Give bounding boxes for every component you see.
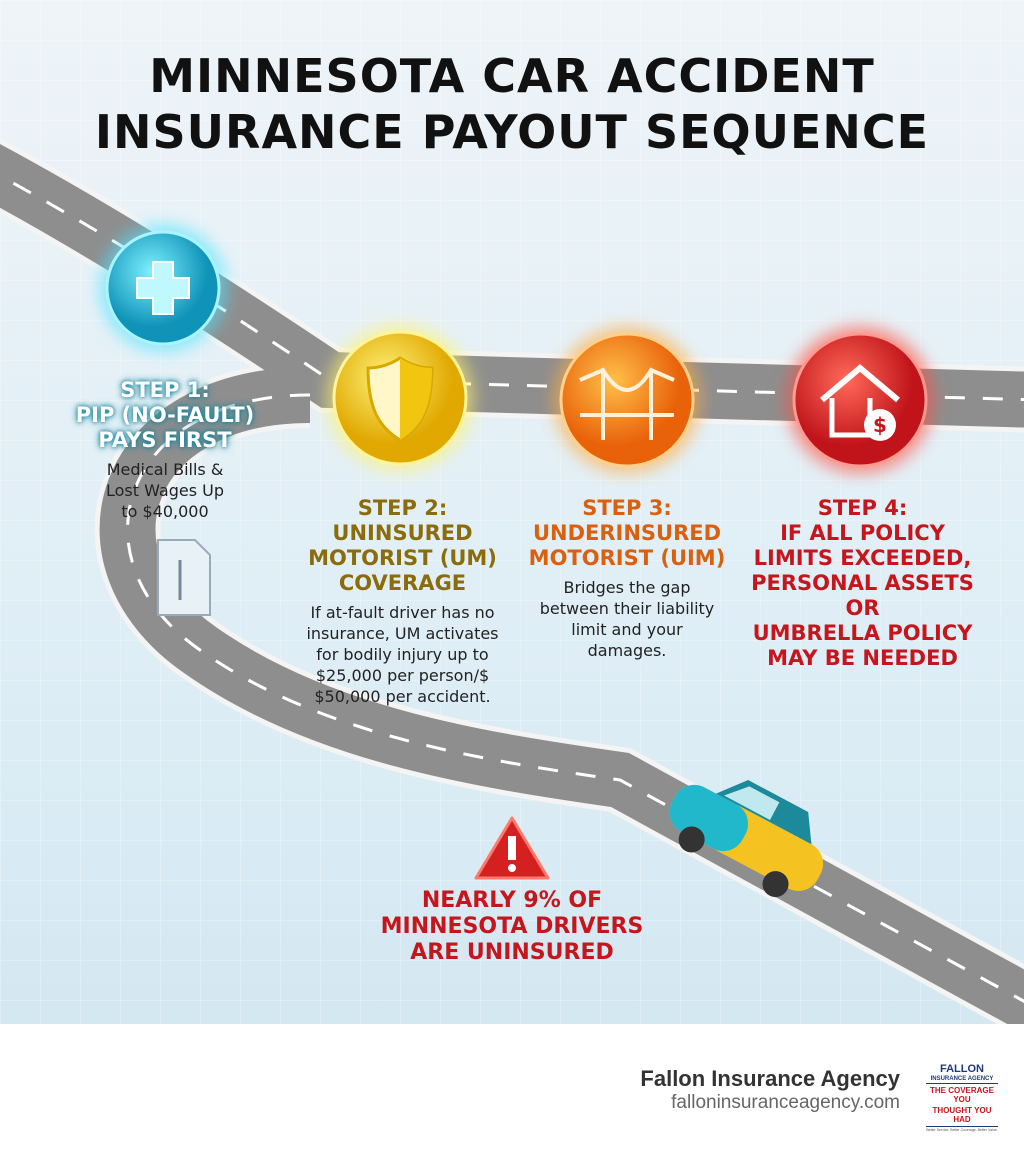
title-line: INSURANCE PAYOUT SEQUENCE xyxy=(94,105,930,159)
heading-line: MOTORIST (UIM) xyxy=(528,546,726,570)
bridge-icon xyxy=(579,367,675,440)
heading-line: STEP 2: xyxy=(357,496,448,520)
step2-text: STEP 2: UNINSURED MOTORIST (UM) COVERAGE… xyxy=(290,496,515,707)
body-line: $25,000 per person/$ xyxy=(315,666,490,685)
heading-line: UNDERINSURED xyxy=(532,521,722,545)
svg-text:$: $ xyxy=(873,413,887,437)
body-line: to $40,000 xyxy=(121,502,209,521)
road-illustration: $ xyxy=(0,0,1024,1024)
step3-text: STEP 3: UNDERINSURED MOTORIST (UIM) Brid… xyxy=(527,496,727,661)
logo-tagline: Better Service. Better Coverage. Better … xyxy=(926,1126,998,1132)
agency-url[interactable]: falloninsuranceagency.com xyxy=(671,1092,900,1113)
heading-line: STEP 3: xyxy=(582,496,672,520)
body-line: Medical Bills & xyxy=(106,460,224,479)
heading-line: PIP (NO-FAULT) xyxy=(75,403,255,427)
body-line: for bodily injury up to xyxy=(316,645,489,664)
step3-heading: STEP 3: UNDERINSURED MOTORIST (UIM) xyxy=(527,496,727,571)
logo-line: FALLON xyxy=(940,1063,984,1075)
step4-text: STEP 4: IF ALL POLICY LIMITS EXCEEDED, P… xyxy=(740,496,985,671)
agency-name: Fallon Insurance Agency xyxy=(640,1066,900,1091)
step4-heading: STEP 4: IF ALL POLICY LIMITS EXCEEDED, P… xyxy=(740,496,985,671)
body-line: $50,000 per accident. xyxy=(314,687,491,706)
page-title: MINNESOTA CAR ACCIDENT INSURANCE PAYOUT … xyxy=(0,48,1024,160)
step1-text: STEP 1: PIP (NO-FAULT) PAYS FIRST Medica… xyxy=(60,378,270,522)
step4-circle: $ xyxy=(786,326,934,474)
step1-circle xyxy=(99,224,227,352)
warning-line: NEARLY 9% OF xyxy=(421,888,603,913)
step2-heading: STEP 2: UNINSURED MOTORIST (UM) COVERAGE xyxy=(290,496,515,596)
house-dollar-icon: $ xyxy=(820,364,900,441)
warning-line: ARE UNINSURED xyxy=(410,940,614,965)
warning-line: MINNESOTA DRIVERS xyxy=(380,914,644,939)
body-line: Bridges the gap xyxy=(563,578,691,597)
step1-heading: STEP 1: PIP (NO-FAULT) PAYS FIRST xyxy=(60,378,270,453)
body-line: insurance, UM activates xyxy=(306,624,499,643)
step2-body: If at-fault driver has no insurance, UM … xyxy=(290,602,515,707)
logo-line: THOUGHT YOU HAD xyxy=(932,1106,992,1124)
heading-line: STEP 4: xyxy=(817,496,908,520)
logo-line: INSURANCE AGENCY xyxy=(926,1075,998,1084)
document-icon xyxy=(157,539,211,616)
footer: Fallon Insurance Agency falloninsurancea… xyxy=(0,1024,1024,1154)
body-line: Lost Wages Up xyxy=(105,481,224,500)
step3-circle xyxy=(553,326,701,474)
body-line: If at-fault driver has no xyxy=(310,603,495,622)
heading-line: IF ALL POLICY xyxy=(780,521,945,545)
step3-body: Bridges the gap between their liability … xyxy=(527,577,727,661)
medical-cross-icon xyxy=(136,261,190,315)
heading-line: PAYS FIRST xyxy=(98,428,232,452)
step2-circle xyxy=(326,324,474,472)
heading-line: COVERAGE xyxy=(338,571,467,595)
heading-line: MAY BE NEEDED xyxy=(767,646,958,670)
heading-line: UMBRELLA POLICY xyxy=(752,621,973,645)
body-line: limit and your xyxy=(571,620,683,639)
heading-line: UNINSURED xyxy=(332,521,473,545)
title-line: MINNESOTA CAR ACCIDENT xyxy=(149,49,875,103)
logo-line: THE COVERAGE YOU xyxy=(929,1086,994,1104)
agency-logo: FALLON INSURANCE AGENCY THE COVERAGE YOU… xyxy=(926,1064,998,1133)
body-line: damages. xyxy=(587,641,667,660)
body-line: between their liability xyxy=(539,599,715,618)
step1-body: Medical Bills & Lost Wages Up to $40,000 xyxy=(60,459,270,522)
uninsured-warning: NEARLY 9% OF MINNESOTA DRIVERS ARE UNINS… xyxy=(362,888,662,966)
heading-line: MOTORIST (UM) xyxy=(308,546,497,570)
car-illustration xyxy=(669,780,824,898)
warning-triangle-icon xyxy=(474,816,550,880)
heading-line: LIMITS EXCEEDED, xyxy=(753,546,972,570)
heading-line: PERSONAL ASSETS OR xyxy=(751,571,974,620)
heading-line: STEP 1: xyxy=(120,378,210,402)
infographic: $ MINNESOTA CAR ACCIDENT INSURANCE PAYOU… xyxy=(0,0,1024,1024)
